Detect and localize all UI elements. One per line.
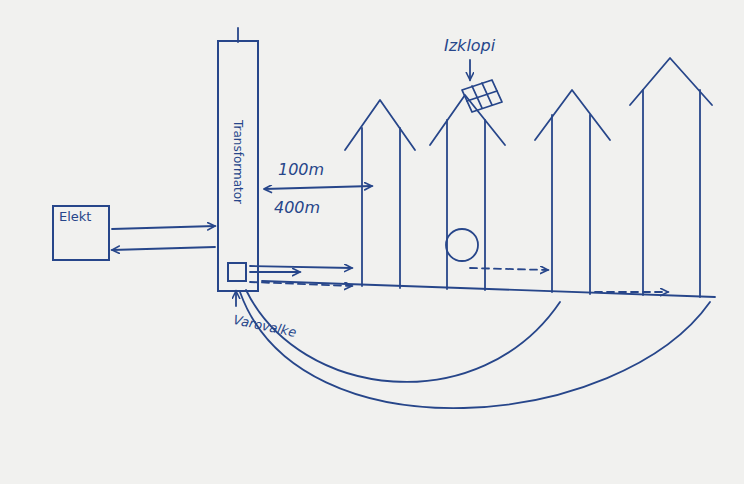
fuse-box: Varovalke — [227, 262, 247, 282]
distance-label: 100m — [278, 160, 324, 179]
switch-off-note: Izklopi — [444, 36, 495, 55]
transformer-label: Transformator — [231, 120, 245, 204]
supply-arrow — [112, 226, 215, 229]
source-label: Elekt — [54, 207, 108, 226]
supply-arrow — [112, 247, 215, 250]
fuse-label: Varovalke — [232, 312, 298, 340]
transformer-column: TransformatorVarovalke — [217, 40, 259, 292]
power-source-box: Elekt — [52, 205, 110, 261]
distance-label: 400m — [274, 198, 320, 217]
